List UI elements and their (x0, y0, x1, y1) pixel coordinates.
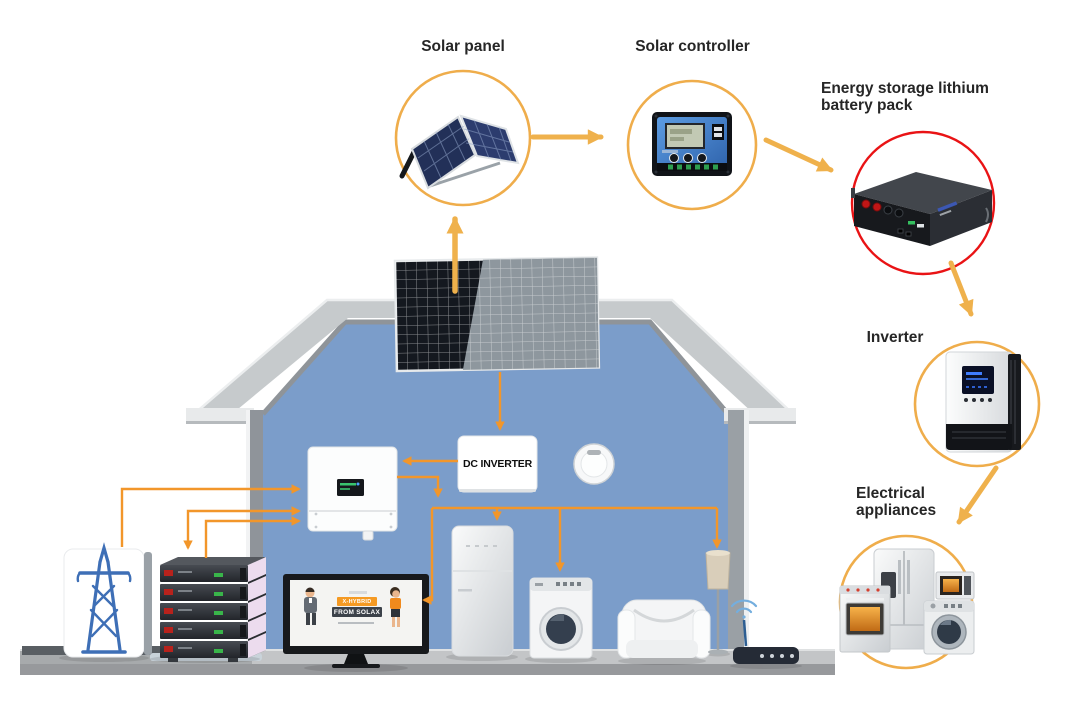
flow-arrows (446, 129, 999, 525)
solar-controller-image (652, 112, 732, 176)
arrow-controller-to-battery (763, 137, 834, 173)
node-appliances (838, 534, 975, 670)
dc-inverter-box (457, 435, 538, 493)
wire-battery-to-inverter (183, 506, 301, 550)
wire-bus-to-tv (422, 508, 434, 605)
solar-panel-image (399, 114, 520, 190)
wire-grid-to-inverter (120, 484, 301, 547)
right-wall (728, 410, 744, 652)
arrow-battery-to-inverter (948, 260, 974, 317)
wire-hybrid-to-bus (397, 475, 443, 498)
armchair (617, 599, 711, 659)
node-battery-pack (850, 130, 996, 276)
power-tower-icon (76, 542, 132, 654)
node-solar-controller (626, 79, 758, 211)
fridge (451, 525, 514, 657)
stove-icon (839, 585, 891, 653)
battery-module-leds (164, 568, 246, 656)
dc-inverter-label: DC INVERTER (463, 458, 532, 470)
grid-power-card (63, 542, 152, 658)
left-eave (186, 408, 254, 424)
appliances-image (839, 548, 975, 655)
node-inverter (913, 340, 1041, 468)
tv-screen-figures (304, 587, 401, 627)
battery-pack-image (851, 172, 992, 246)
floor-lamp (705, 550, 731, 655)
tv-badge-hybrid: X-HYBRID (337, 597, 377, 606)
label-inverter: Inverter (866, 329, 924, 346)
label-solar-controller: Solar controller (635, 38, 750, 55)
wifi-waves-icon (730, 599, 758, 614)
roof-solar-panel (393, 256, 601, 373)
microwave-icon (935, 571, 975, 600)
wiring (120, 372, 722, 605)
inverter-image (945, 351, 1021, 453)
washer-icon (923, 600, 975, 655)
label-solar-panel: Solar panel (421, 38, 505, 55)
node-solar-panel (394, 69, 532, 207)
arrow-inverter-to-appliances (956, 465, 999, 525)
battery-stack (160, 557, 266, 662)
tv (283, 574, 429, 668)
tv-badge-solax: FROM SOLAX (332, 607, 382, 617)
wire-battery-to-inverter-2 (204, 516, 301, 558)
washing-machine (529, 577, 593, 659)
label-battery-pack: Energy storage lithium battery pack (821, 80, 989, 114)
wifi-router (730, 599, 799, 664)
label-appliances: Electrical appliances (856, 485, 937, 519)
hybrid-inverter (307, 446, 398, 541)
smoke-detector (573, 443, 615, 485)
